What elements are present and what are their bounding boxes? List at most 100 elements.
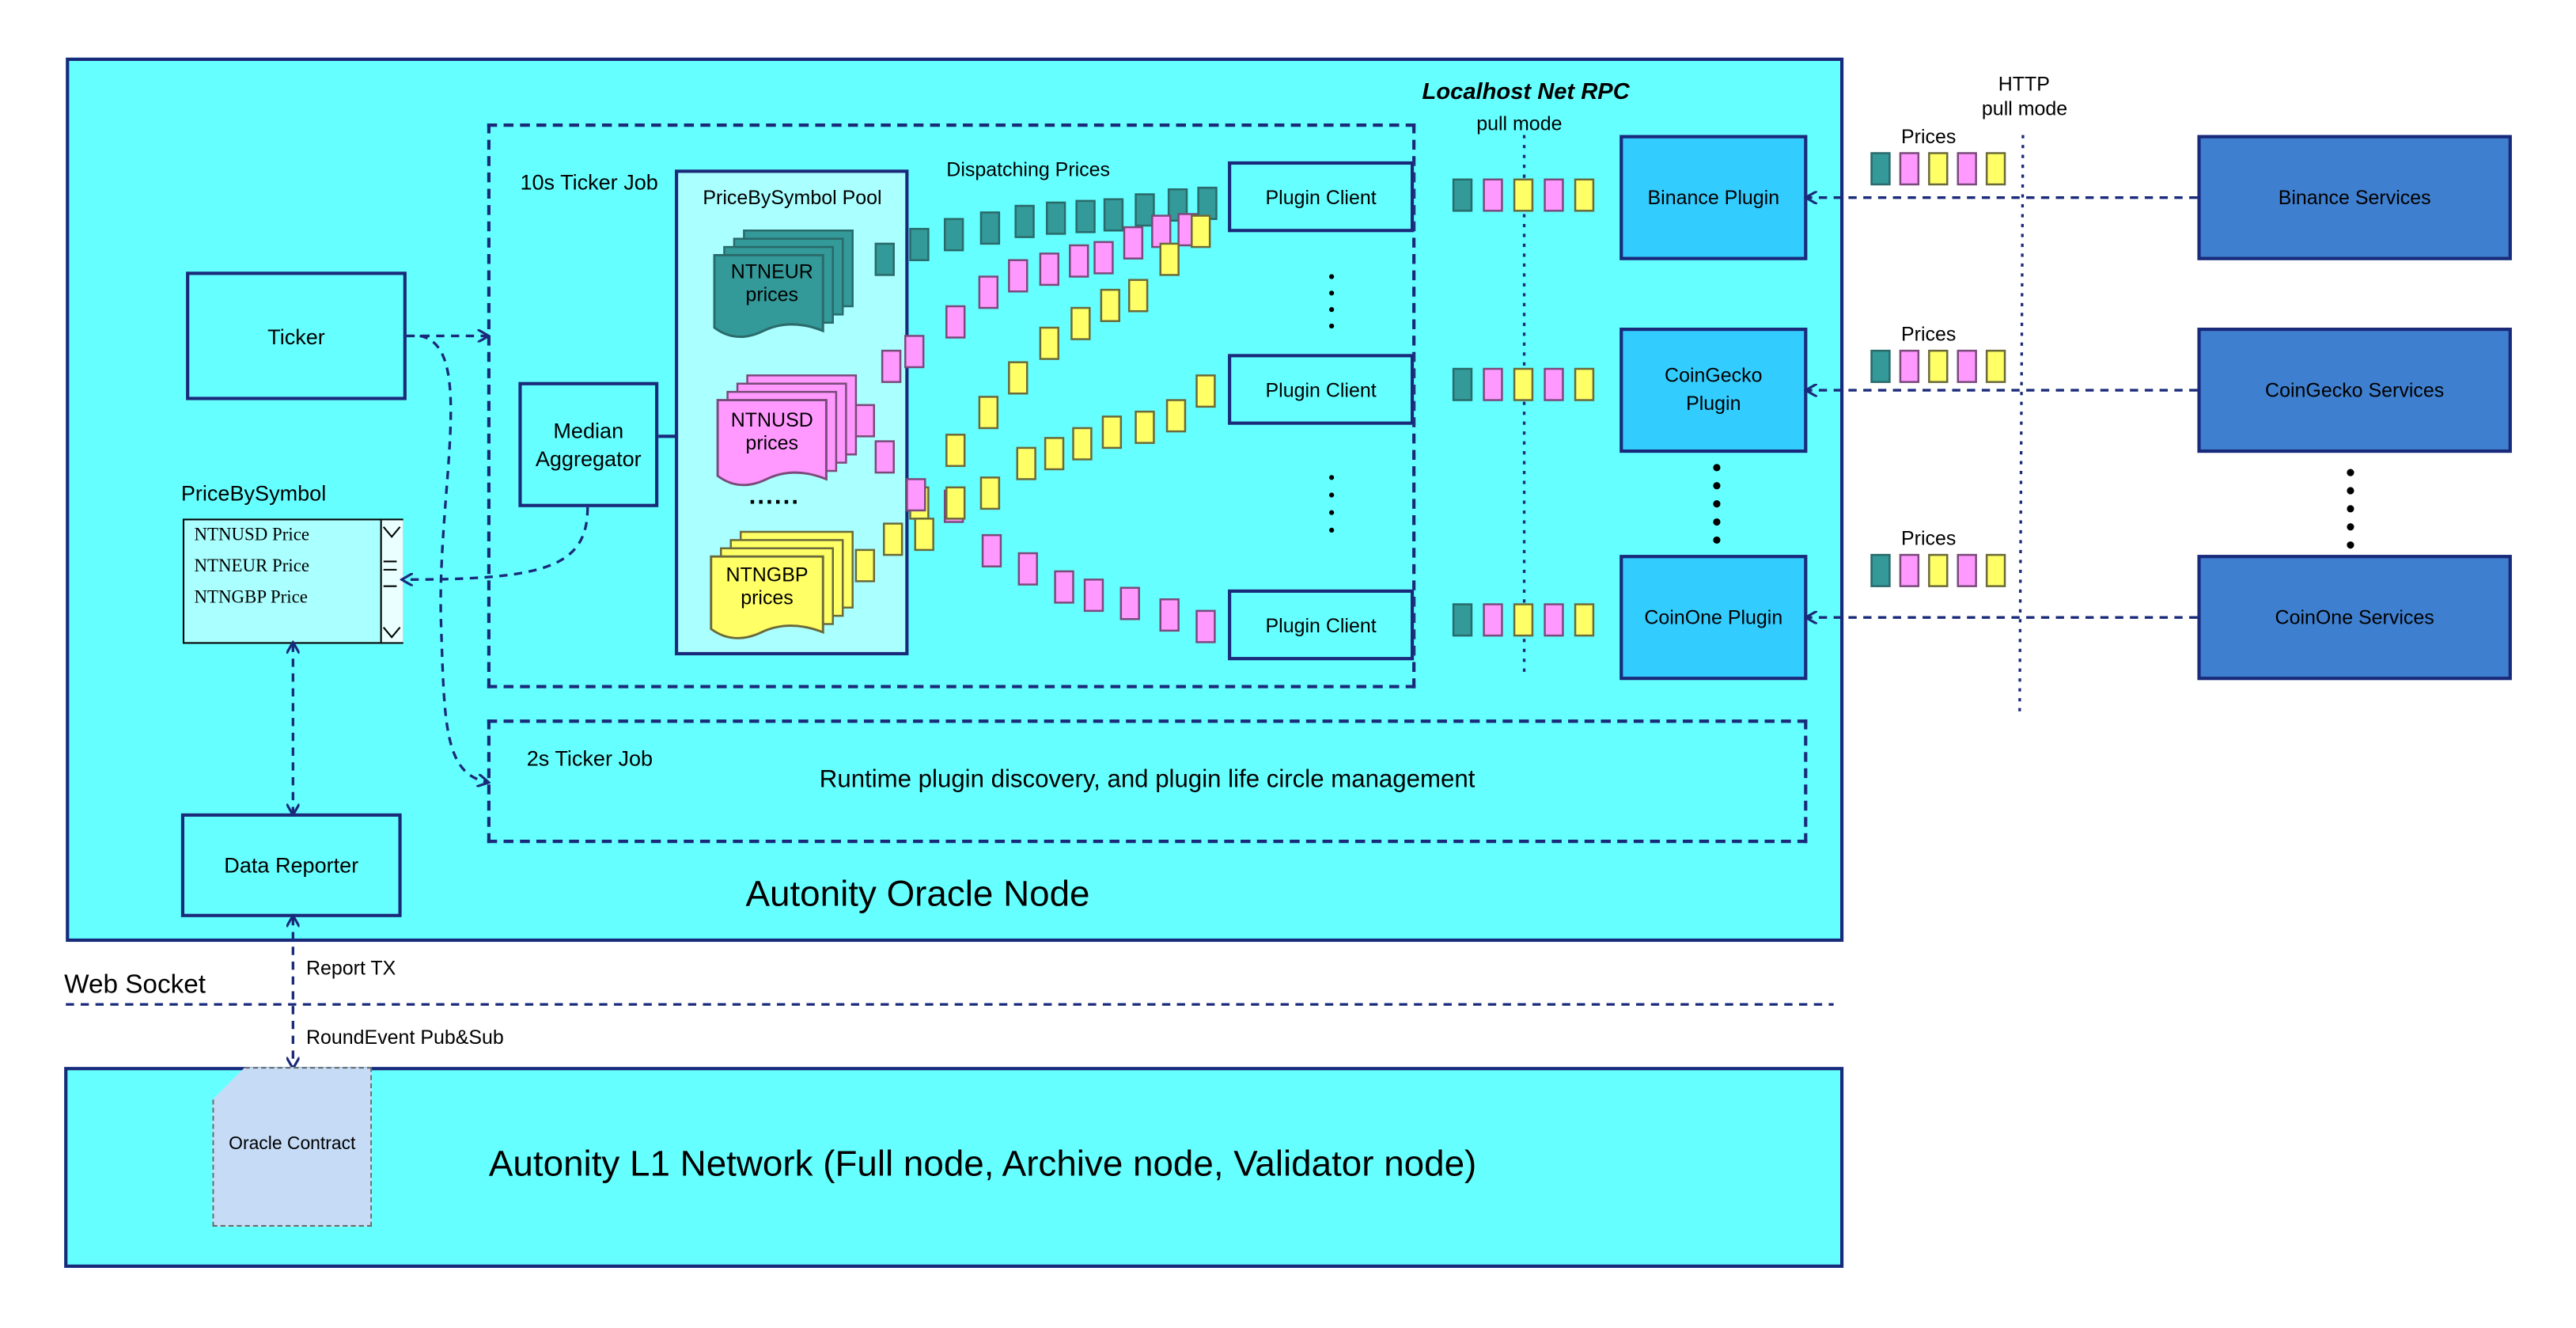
http-pull-line — [2018, 135, 2025, 717]
plugin-client-box: Plugin Client — [1228, 161, 1415, 233]
rpc-mode: pull mode — [1476, 112, 1563, 135]
ellipsis-dot — [1329, 290, 1335, 296]
price-chip — [979, 476, 1001, 510]
plugin-client-box: Plugin Client — [1228, 354, 1415, 425]
price-chip — [1195, 609, 1216, 643]
price-chip — [945, 305, 966, 339]
http-prices-label: Prices — [1900, 322, 1957, 346]
ticker-label: Ticker — [267, 323, 325, 349]
price-chip — [1957, 349, 1977, 383]
ticker-to-2s-connector — [419, 334, 487, 782]
price-chip — [1075, 199, 1096, 233]
ellipsis-dot — [2347, 469, 2354, 476]
price-chip — [1483, 367, 1503, 401]
price-chip — [1928, 553, 1949, 587]
price-chip — [1957, 553, 1977, 587]
stack-sub: prices — [741, 586, 794, 609]
price-chip — [881, 349, 902, 383]
price-chip — [1165, 399, 1187, 433]
price-chip — [1008, 259, 1029, 293]
ellipsis-dot — [1713, 464, 1721, 472]
price-chip — [1054, 570, 1074, 604]
price-by-symbol-label: PriceBySymbol — [180, 480, 327, 506]
price-chip — [1135, 410, 1155, 444]
stack-sub: prices — [745, 283, 799, 306]
stack-symbol: NTNGBP — [725, 563, 809, 586]
price-chip — [1119, 586, 1140, 620]
http-prices-label: Prices — [1900, 125, 1957, 149]
price-chip — [981, 533, 1002, 567]
price-chip — [1513, 367, 1534, 401]
data-reporter-label: Data Reporter — [224, 852, 359, 878]
scroll-up-icon — [382, 526, 401, 538]
price-list-item: NTNUSD Price — [194, 525, 310, 545]
pool-stack-label: NTNEUR prices — [714, 260, 830, 306]
list-scrollbar[interactable] — [380, 520, 403, 643]
dispatching-prices-label: Dispatching Prices — [946, 157, 1111, 181]
price-chip — [1985, 553, 2006, 587]
ellipsis-dot — [1329, 492, 1335, 498]
price-by-symbol-list: NTNUSD Price NTNEUR Price NTNGBP Price — [182, 518, 403, 644]
price-chip — [1151, 214, 1172, 249]
price-chip — [1100, 288, 1120, 322]
price-chip — [1039, 252, 1060, 286]
price-chip — [1544, 603, 1564, 637]
ntngbp-stack — [710, 555, 824, 639]
pool-stack-label: NTNUSD prices — [718, 408, 826, 454]
ellipsis-dot — [1329, 307, 1335, 313]
plugin-client-box: Plugin Client — [1228, 589, 1415, 661]
oracle-contract-doc — [212, 1067, 373, 1227]
price-chip — [1195, 374, 1216, 408]
plugin-label: CoinOne Plugin — [1644, 605, 1783, 629]
ellipsis-dot — [1329, 274, 1335, 279]
price-chip — [1574, 178, 1595, 212]
ellipsis-dot — [1329, 527, 1335, 533]
ticker-job-10s-label: 10s Ticker Job — [520, 169, 658, 195]
ellipsis-dot — [1713, 518, 1721, 526]
price-chip — [1928, 349, 1949, 383]
price-chip — [906, 478, 926, 512]
price-chip — [874, 440, 895, 474]
price-chip — [1899, 553, 1920, 587]
price-chip — [1045, 201, 1066, 235]
price-chip — [1083, 579, 1104, 613]
price-chip — [1899, 349, 1920, 383]
ellipsis-dot — [2347, 541, 2354, 549]
price-chip — [914, 518, 934, 552]
plugin-client-label: Plugin Client — [1265, 613, 1377, 637]
price-chip — [945, 486, 966, 520]
plugin-client-label: Plugin Client — [1265, 378, 1377, 401]
price-chip — [909, 227, 930, 261]
price-chip — [978, 275, 999, 309]
runtime-plugin-discovery-text: Runtime plugin discovery, and plugin lif… — [819, 765, 1476, 794]
price-chip — [1452, 603, 1473, 637]
price-chip — [882, 522, 903, 556]
price-chip — [1928, 152, 1949, 186]
price-chip — [1016, 446, 1036, 480]
ellipsis-dot — [2347, 487, 2354, 495]
price-chip — [1452, 178, 1473, 212]
price-chip — [1544, 367, 1564, 401]
price-chip — [854, 548, 875, 582]
price-chip — [1135, 193, 1155, 227]
ellipsis-dot — [1329, 323, 1335, 329]
price-chip — [1093, 241, 1114, 275]
scroll-down-icon — [382, 627, 401, 639]
ticker-job-2s-label: 2s Ticker Job — [526, 746, 653, 771]
price-chip — [945, 434, 966, 468]
price-chip — [1070, 306, 1091, 340]
plugin-label: CoinGecko Plugin — [1665, 363, 1763, 415]
coingecko-plugin-box: CoinGecko Plugin — [1619, 328, 1808, 453]
price-chip — [1123, 226, 1144, 260]
price-chip — [1159, 598, 1180, 632]
ellipsis-dot — [1713, 536, 1721, 544]
price-chip — [1483, 178, 1503, 212]
stack-sub: prices — [745, 431, 799, 455]
binance-services-box: Binance Services — [2197, 135, 2512, 260]
price-chip — [1014, 204, 1035, 238]
price-chip — [854, 404, 875, 438]
http-mode: pull mode — [1981, 97, 2068, 120]
price-chip — [1452, 367, 1473, 401]
ellipsis-dot — [1329, 475, 1335, 480]
price-chip — [1017, 552, 1038, 586]
